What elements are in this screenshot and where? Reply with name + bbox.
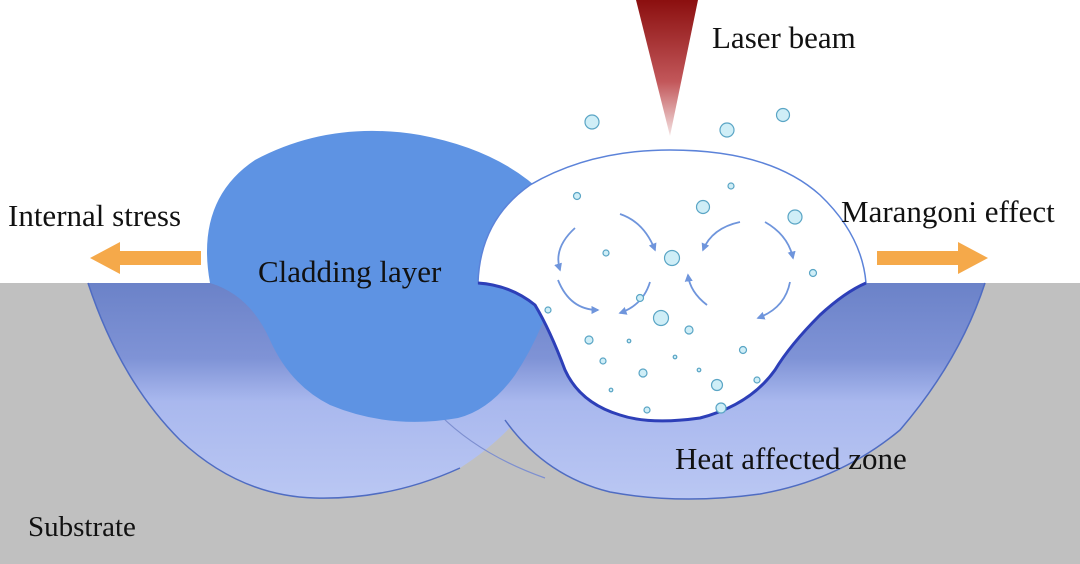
gas-bubbles-icon	[544, 107, 818, 414]
marangoni-arrow-icon	[877, 242, 988, 274]
laser-beam-label: Laser beam	[712, 20, 856, 55]
laser-beam-icon	[636, 0, 698, 136]
cladding-layer	[207, 130, 563, 422]
melt-pool-boundary	[477, 281, 867, 423]
cladding-layer-label: Cladding layer	[258, 254, 442, 289]
heat-affected-zone-label: Heat affected zone	[675, 441, 907, 476]
internal-stress-arrow-icon	[90, 242, 201, 274]
substrate-label: Substrate	[28, 511, 136, 543]
internal-stress-label: Internal stress	[8, 198, 182, 233]
marangoni-effect-label: Marangoni effect	[841, 194, 1055, 229]
